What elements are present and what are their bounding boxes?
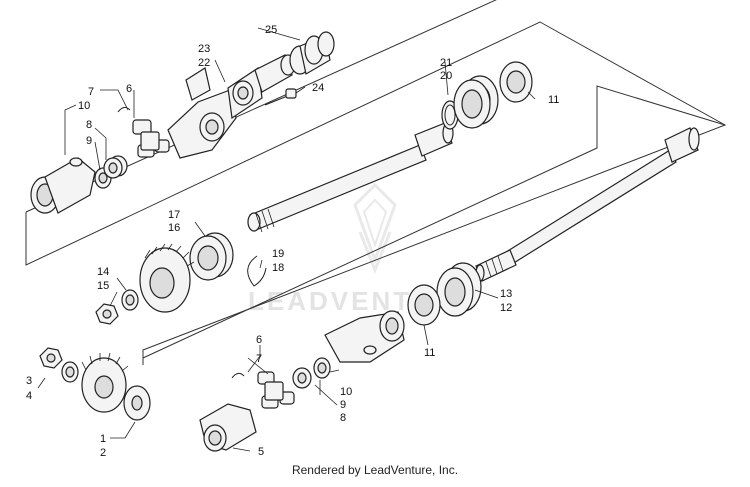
bearing-21 xyxy=(453,75,499,129)
callout-11-upper: 11 xyxy=(548,94,559,106)
callout-2: 2 xyxy=(100,447,106,459)
callout-23: 23 xyxy=(198,43,210,55)
callout-15: 15 xyxy=(97,280,109,292)
upper-frame-outline xyxy=(25,21,727,365)
callout-11-lower: 11 xyxy=(424,347,435,359)
callout-14: 14 xyxy=(97,266,109,278)
pinion-gear-1 xyxy=(81,352,129,413)
callout-8-lower: 8 xyxy=(340,412,346,424)
bolt-24 xyxy=(264,88,297,106)
callout-3: 3 xyxy=(26,375,32,387)
callout-6-upper: 6 xyxy=(126,83,132,95)
callout-7-lower: 7 xyxy=(256,353,262,365)
pinion-shaft-stub xyxy=(254,54,296,93)
seal-8-upper xyxy=(103,155,128,179)
callout-1: 1 xyxy=(100,433,106,445)
callout-4: 4 xyxy=(26,390,32,402)
callout-16: 16 xyxy=(168,222,180,234)
snap-ring-7-upper xyxy=(117,106,131,113)
snap-ring-7-lower xyxy=(231,372,245,379)
bearing-12 xyxy=(436,262,482,317)
callout-18: 18 xyxy=(272,262,284,274)
seal-8-lower xyxy=(292,367,312,389)
ring-gear-bearing-16 xyxy=(189,232,234,281)
front-drive-shaft xyxy=(247,122,454,233)
callout-10-upper: 10 xyxy=(78,100,90,112)
callout-10-lower: 10 xyxy=(340,386,352,398)
callout-22: 22 xyxy=(198,57,210,69)
leader-lines xyxy=(37,27,536,452)
flange-yoke xyxy=(167,67,237,159)
rear-yoke-10 xyxy=(324,310,405,363)
callout-17: 17 xyxy=(168,209,180,221)
callout-8-upper: 8 xyxy=(86,119,92,131)
nut-3 xyxy=(39,347,63,369)
middle-frame-outline xyxy=(142,85,726,359)
callout-24: 24 xyxy=(312,82,324,94)
callout-12: 12 xyxy=(500,302,512,314)
u-joint-cross-upper xyxy=(132,119,170,158)
yoke-5 xyxy=(199,403,257,452)
footer-credit: Rendered by LeadVenture, Inc. xyxy=(291,463,459,477)
callout-9-lower: 9 xyxy=(340,399,346,411)
callout-21: 21 xyxy=(440,57,452,69)
seal-11-upper xyxy=(499,61,533,103)
u-joint-cross-lower xyxy=(257,371,295,409)
coupler-flange xyxy=(227,66,263,120)
thrust-washer-2 xyxy=(123,385,151,421)
callout-5: 5 xyxy=(258,446,264,458)
snap-ring-18 xyxy=(247,255,267,287)
callout-19: 19 xyxy=(272,248,284,260)
callout-13: 13 xyxy=(500,288,512,300)
rear-drive-shaft xyxy=(475,127,700,282)
callout-9-upper: 9 xyxy=(86,135,92,147)
callout-20: 20 xyxy=(440,70,452,82)
callout-6-lower: 6 xyxy=(256,334,262,346)
callout-7-upper: 7 xyxy=(88,86,94,98)
washer-9-lower xyxy=(313,357,331,379)
washer-15 xyxy=(121,289,139,311)
callout-25: 25 xyxy=(265,24,277,36)
seal-11-lower xyxy=(407,284,441,326)
ring-gear-17 xyxy=(139,243,195,313)
boot-25 xyxy=(289,31,335,75)
washer-4 xyxy=(61,361,79,383)
nut-14 xyxy=(95,303,119,325)
front-yoke xyxy=(30,157,96,214)
